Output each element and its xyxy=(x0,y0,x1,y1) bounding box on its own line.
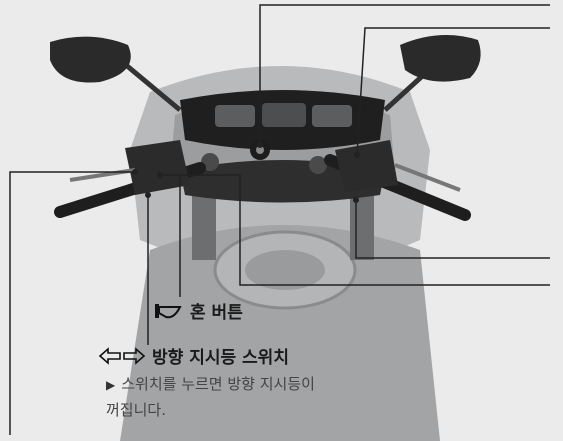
left-mirror xyxy=(50,36,182,112)
triple-clamp xyxy=(180,140,385,203)
note-line-1: 스위치를 누르면 방향 지시등이 xyxy=(121,375,315,393)
horn-button-label: 혼 버튼 xyxy=(154,298,243,323)
turn-signal-note: ▶ 스위치를 누르면 방향 지시등이 꺼집니다. xyxy=(106,372,315,423)
leader-right-switch xyxy=(356,27,550,156)
leader-right-lower xyxy=(355,200,550,259)
turn-arrows-icon xyxy=(98,346,146,365)
turn-signal-switch-label: 방향 지시등 스위치 xyxy=(98,343,289,368)
right-handlebar xyxy=(324,140,471,221)
horn-icon xyxy=(155,303,182,318)
leader-lines xyxy=(9,4,550,435)
horn-button-text: 혼 버튼 xyxy=(190,303,243,323)
leader-left-switch xyxy=(9,171,135,435)
turn-signal-switch-text: 방향 지시등 스위치 xyxy=(152,348,289,368)
leader-horn xyxy=(160,174,181,297)
leader-ignition xyxy=(259,4,550,145)
leader-center xyxy=(165,174,550,286)
leader-dots xyxy=(132,142,360,203)
right-mirror xyxy=(383,35,481,112)
note-line-2: 꺼집니다. xyxy=(106,401,166,419)
instrument-cluster xyxy=(180,90,385,150)
note-bullet: ▶ xyxy=(106,378,116,392)
